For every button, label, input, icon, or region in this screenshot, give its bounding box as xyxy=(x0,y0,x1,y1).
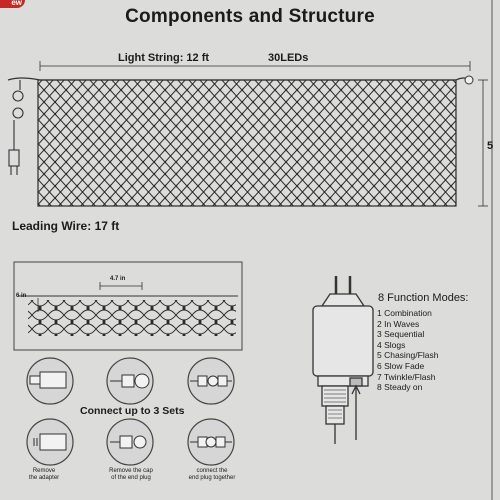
corner-badge: ew xyxy=(0,0,25,8)
leading-wire-label: Leading Wire: 17 ft xyxy=(12,219,120,233)
page-title: Components and Structure xyxy=(125,6,375,27)
height-label: 5 xyxy=(487,140,494,152)
controller-ribs xyxy=(324,389,346,419)
mode-item: 3 Sequential xyxy=(377,329,425,340)
leading-wire xyxy=(8,80,24,175)
plug-icons-bottom xyxy=(33,433,232,451)
mode-item: 6 Slow Fade xyxy=(377,360,425,371)
mode-item: 7 Twinkle/Flash xyxy=(377,371,436,382)
detail-net xyxy=(28,300,236,336)
detail-box xyxy=(13,261,243,351)
end-cap-icon xyxy=(464,75,474,85)
led-count-label: 30LEDs xyxy=(268,52,309,64)
modes-list: 1 Combination 2 In Waves 3 Sequential 4 … xyxy=(377,308,438,393)
height-dimension xyxy=(478,79,488,207)
end-length-label: 6 in xyxy=(16,293,27,299)
led-net xyxy=(37,79,457,207)
mode-item: 1 Combination xyxy=(377,308,432,318)
light-string-label: Light String: 12 ft xyxy=(118,52,210,64)
mode-item: 8 Steady on xyxy=(377,382,423,393)
connect-label: Connect up to 3 Sets xyxy=(80,405,185,417)
mode-item: 5 Chasing/Flash xyxy=(377,350,439,361)
spacing-label: 4.7 in xyxy=(110,276,126,282)
mode-item: 2 In Waves xyxy=(377,318,420,329)
caption-connect-plug: connect the end plug together xyxy=(188,468,236,481)
controller-adapter xyxy=(312,276,374,444)
caption-remove-adapter: Remove the adapter xyxy=(28,468,60,481)
top-wire xyxy=(7,77,473,81)
length-dimension xyxy=(39,61,471,71)
plug-icons-top xyxy=(29,371,232,389)
mode-item: 4 Slogs xyxy=(377,339,406,350)
modes-title: 8 Function Modes: xyxy=(378,292,469,304)
caption-remove-cap: Remove the cap of the end plug xyxy=(109,468,153,481)
